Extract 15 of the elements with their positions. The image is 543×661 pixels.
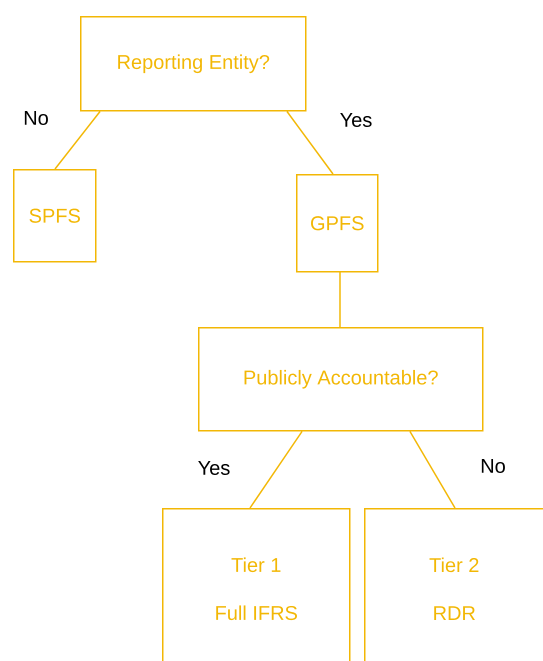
decision-box: Reporting Entity? xyxy=(80,16,306,112)
edge-label: No xyxy=(22,110,50,126)
edge-label: Yes xyxy=(338,112,374,128)
edge-label: Yes xyxy=(196,460,232,476)
edge-label: No xyxy=(479,458,507,474)
decision-box: SPFS xyxy=(13,169,96,262)
connector-line xyxy=(339,272,341,327)
decision-box: GPFS xyxy=(296,174,378,272)
connector-line xyxy=(409,431,456,508)
connector-line xyxy=(249,431,303,508)
connector-line xyxy=(54,111,101,170)
decision-box: Tier 2 RDR xyxy=(364,508,543,661)
decision-box: Tier 1 Full IFRS xyxy=(162,508,350,661)
connector-line xyxy=(286,111,334,174)
decision-box: Publicly Accountable? xyxy=(198,327,484,432)
